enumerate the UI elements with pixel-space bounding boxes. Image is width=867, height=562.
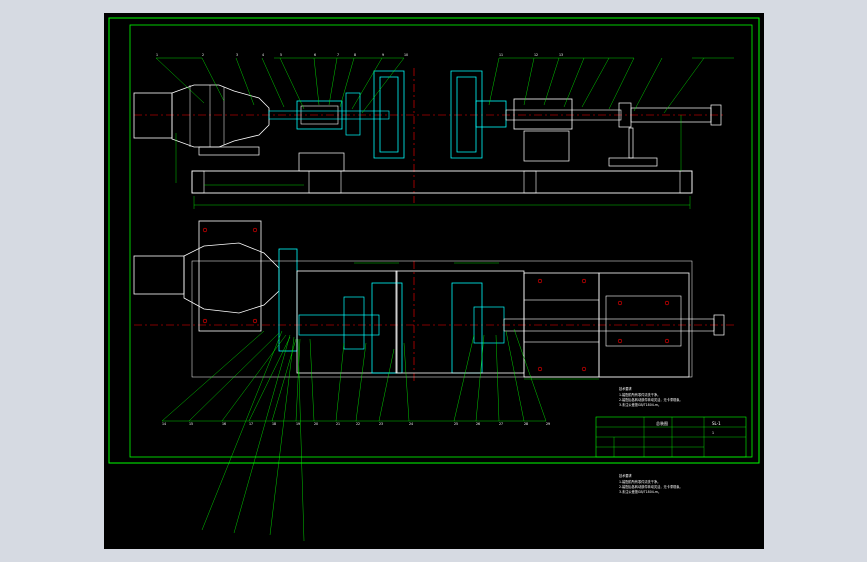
- tech-note-1b: 1.装配前所有零件清洗干净。: [619, 479, 660, 484]
- balloon-bottom-22: 22: [356, 422, 360, 426]
- balloon-top-2: 2: [202, 53, 204, 57]
- balloon-bottom-26: 26: [476, 422, 480, 426]
- balloon-bottom-25: 25: [454, 422, 458, 426]
- balloon-labels-bottom: 14 15 16 17 18 19 20 21 22 23 24 25 26 27 28 29: [162, 422, 550, 426]
- balloon-top-9: 9: [382, 53, 384, 57]
- balloon-top-4: 4: [262, 53, 264, 57]
- tech-note-2b: 2.装配后各转动部件转动灵活，无卡滞现象。: [619, 484, 683, 489]
- balloon-top-6: 6: [314, 53, 316, 57]
- cad-drawing: 总装图 SL-1 1 技术要求 1.装配前所有零件清洗干净。 2.装配后各转动部…: [108, 17, 760, 542]
- outer-frame: [108, 17, 760, 464]
- title-block-name: 总装图: [656, 420, 668, 426]
- balloon-top-10: 10: [404, 53, 408, 57]
- balloon-bottom-15: 15: [189, 422, 193, 426]
- balloon-bottom-24: 24: [409, 422, 413, 426]
- title-block-scale: 1: [712, 431, 714, 435]
- tech-notes: 技术要求 1.装配前所有零件清洗干净。 2.装配后各转动部件转动灵活，无卡滞现象…: [619, 386, 683, 494]
- balloon-top-5: 5: [280, 53, 282, 57]
- balloon-top-8: 8: [354, 53, 356, 57]
- tech-note-3: 3.未注公差按GB/T1804-m。: [619, 402, 661, 407]
- title-block: 总装图 SL-1 1: [595, 416, 747, 458]
- balloon-bottom-23: 23: [379, 422, 383, 426]
- plan-view: [133, 220, 734, 542]
- tech-notes-heading: 技术要求: [619, 386, 633, 391]
- drive-shaft: [268, 110, 390, 120]
- motor-mount: [198, 146, 260, 156]
- disc-right: [450, 70, 483, 159]
- disc-right-plan: [451, 282, 483, 374]
- balloon-bottom-14: 14: [162, 422, 166, 426]
- front-elevation-view: [133, 57, 734, 209]
- inner-frame: [129, 24, 753, 458]
- balloon-bottom-21: 21: [336, 422, 340, 426]
- balloon-top-3: 3: [236, 53, 238, 57]
- frame-left-section: [296, 270, 398, 374]
- balloon-top-13: 13: [559, 53, 563, 57]
- balloon-bottom-18: 18: [272, 422, 276, 426]
- motor-base-plate: [198, 220, 262, 332]
- motor-body: [133, 92, 173, 139]
- bottom-leaders: [161, 328, 547, 542]
- balloon-top-7: 7: [337, 53, 339, 57]
- balloon-bottom-29: 29: [546, 422, 550, 426]
- balloon-top-11: 11: [499, 53, 503, 57]
- balloon-bottom-27: 27: [499, 422, 503, 426]
- balloon-top-12: 12: [534, 53, 538, 57]
- top-leaders: [155, 57, 734, 114]
- tech-note-2: 2.装配后各转动部件转动灵活，无卡滞现象。: [619, 397, 683, 402]
- balloon-bottom-17: 17: [249, 422, 253, 426]
- balloon-top-1: 1: [156, 53, 158, 57]
- tech-notes-heading-2: 技术要求: [619, 473, 633, 478]
- bearing-housing-right: [513, 98, 573, 130]
- balloon-bottom-28: 28: [524, 422, 528, 426]
- base-frame: [191, 170, 693, 194]
- bearing-housing-left: [296, 100, 343, 130]
- tech-note-1: 1.装配前所有零件清洗干净。: [619, 392, 660, 397]
- balloon-bottom-20: 20: [314, 422, 318, 426]
- balloon-bottom-19: 19: [296, 422, 300, 426]
- tech-note-3b: 3.未注公差按GB/T1804-m。: [619, 489, 661, 494]
- title-block-code: SL-1: [712, 421, 721, 426]
- disc-left-plan: [371, 282, 403, 374]
- drawing-viewport[interactable]: 总装图 SL-1 1 技术要求 1.装配前所有零件清洗干净。 2.装配后各转动部…: [104, 13, 764, 549]
- gear-reducer: [171, 84, 270, 148]
- balloon-bottom-16: 16: [222, 422, 226, 426]
